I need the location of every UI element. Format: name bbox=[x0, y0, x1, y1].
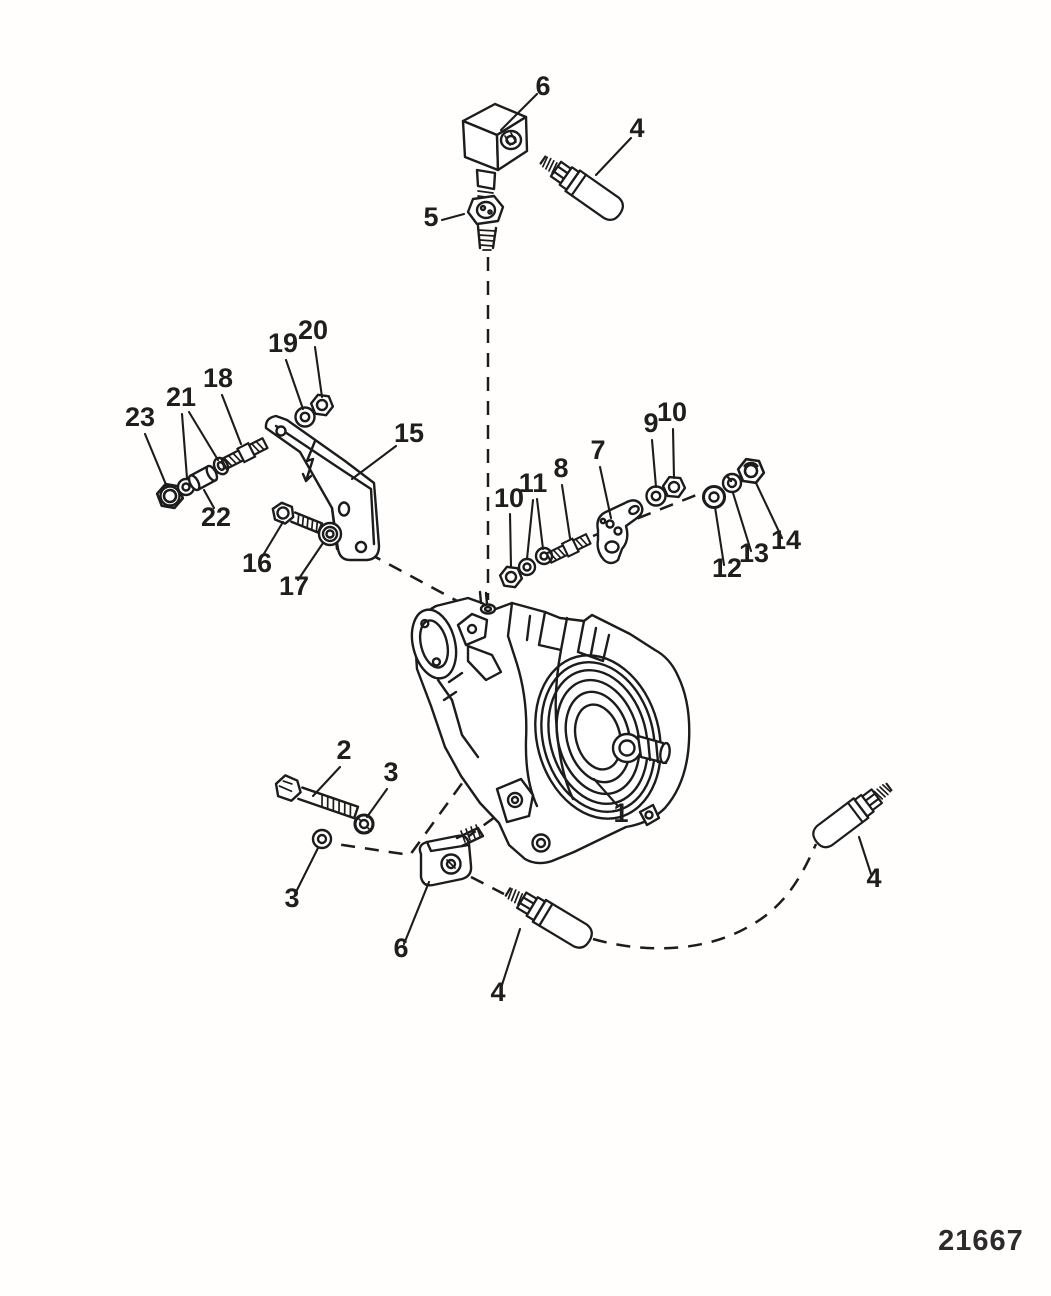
bend-arrow bbox=[301, 439, 317, 483]
callout-17-washer: 17 bbox=[279, 571, 309, 601]
housing-seams bbox=[436, 601, 611, 808]
front-flange bbox=[410, 608, 458, 680]
diagram-artwork bbox=[153, 102, 898, 953]
washer-3-upper bbox=[353, 813, 375, 835]
washer-12 bbox=[701, 484, 727, 510]
callout-7-plate: 7 bbox=[590, 435, 605, 465]
callout-14-nut: 14 bbox=[771, 525, 801, 555]
callout-19-washer: 19 bbox=[268, 328, 298, 358]
lock-washer-13 bbox=[721, 472, 743, 494]
washer-19 bbox=[294, 406, 316, 428]
callout-8-stud: 8 bbox=[553, 453, 568, 483]
callout-21-washers: 21 bbox=[166, 382, 196, 412]
temperature-sender-right bbox=[808, 776, 898, 853]
drawing-number: 21667 bbox=[938, 1225, 1024, 1257]
callout-6-elbow-top: 6 bbox=[535, 71, 550, 101]
callout-15-bracket: 15 bbox=[394, 418, 424, 448]
stud-8 bbox=[544, 531, 593, 566]
callout-4-sender-right: 4 bbox=[866, 863, 881, 893]
washer-11a bbox=[517, 557, 537, 577]
rear-cover-rings bbox=[534, 654, 662, 820]
callout-11-washers: 11 bbox=[519, 468, 548, 498]
nut-14 bbox=[735, 456, 767, 486]
callout-13-lock-washer: 13 bbox=[739, 538, 769, 568]
hex-bolt-top bbox=[466, 194, 505, 251]
callout-2-bolt: 2 bbox=[336, 735, 351, 765]
callout-23-nut: 23 bbox=[125, 402, 155, 432]
elbow-fitting-top bbox=[461, 102, 529, 212]
dashed-line-plate-to-fasteners bbox=[592, 490, 705, 538]
anchor-plate-7 bbox=[596, 499, 644, 565]
nut-23 bbox=[153, 481, 187, 511]
callout-20-nut: 20 bbox=[298, 315, 328, 345]
elbow-fitting-bottom bbox=[418, 824, 485, 887]
callout-3-washer-upper: 3 bbox=[383, 757, 398, 787]
callout-labels: 6 4 5 20 19 18 21 23 15 22 16 17 10 11 8… bbox=[125, 71, 882, 1007]
callout-4-sender-top: 4 bbox=[629, 113, 644, 143]
dashed-line-fitting-to-sender bbox=[470, 875, 505, 896]
callout-10-nut-right: 10 bbox=[657, 397, 687, 427]
callout-9-washer: 9 bbox=[643, 408, 658, 438]
leader-line bbox=[143, 92, 873, 990]
callout-6-elbow-bottom: 6 bbox=[393, 933, 408, 963]
bolt-2 bbox=[274, 774, 360, 820]
callout-3-washer-lower: 3 bbox=[284, 883, 299, 913]
washer-3-lower bbox=[311, 828, 333, 850]
callout-5-bolt: 5 bbox=[423, 202, 438, 232]
shift-linkage-detail bbox=[442, 590, 503, 702]
callout-10-nut-left: 10 bbox=[494, 483, 524, 513]
callout-16-bolt: 16 bbox=[242, 548, 272, 578]
callout-1-transmission: 1 bbox=[613, 798, 628, 828]
spacer-22 bbox=[187, 464, 219, 492]
washer-21b bbox=[212, 456, 230, 476]
callout-18-stud: 18 bbox=[203, 363, 233, 393]
washer-9 bbox=[645, 485, 667, 507]
callout-4-sender-bottom: 4 bbox=[490, 977, 505, 1007]
callout-12-washer: 12 bbox=[712, 553, 742, 583]
dashed-curve-sender-to-sender bbox=[592, 843, 818, 950]
callout-22-spacer: 22 bbox=[201, 502, 231, 532]
transmission-housing bbox=[410, 590, 691, 865]
washer-17 bbox=[317, 521, 343, 547]
leader-lines bbox=[143, 92, 873, 990]
mount-foot bbox=[495, 777, 661, 853]
mounting-bracket bbox=[264, 414, 381, 562]
output-shaft-stub bbox=[611, 732, 671, 765]
nut-10-right bbox=[661, 475, 687, 499]
temperature-sender-top bbox=[534, 148, 629, 226]
dashed-line-housing-to-washers bbox=[335, 763, 478, 857]
